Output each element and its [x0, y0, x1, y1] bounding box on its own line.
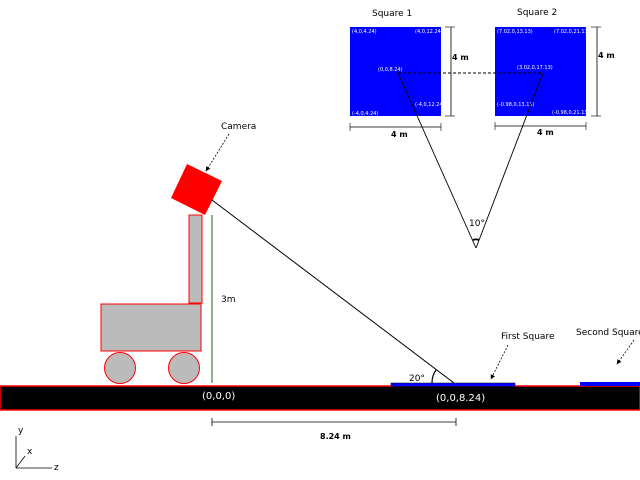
square-1-corner-br: (-4,0,12.24): [415, 102, 445, 108]
robot: [100, 214, 203, 384]
second-square-label: Second Square: [576, 328, 640, 338]
square-1-width-label: 4 m: [391, 130, 408, 139]
view-line-1: [397, 72, 477, 249]
square-2: [495, 27, 586, 116]
square-2-title: Square 2: [517, 8, 557, 18]
axis-triad: y x z: [15, 426, 59, 473]
square-2-center: (3.02,0,17.13): [517, 65, 553, 71]
view-angle-label: 10°: [469, 219, 485, 229]
second-square-ground: [580, 382, 640, 386]
ground-point-label: (0,0,8.24): [436, 393, 485, 404]
ground-angle-label: 20°: [409, 374, 425, 384]
square-2-height-label: 4 m: [598, 51, 615, 60]
second-square-callout-arrow: [616, 339, 635, 365]
axis-x-label: x: [27, 447, 33, 457]
square-1-corner-tr: (4,0,12.24): [415, 29, 443, 35]
square-2-corner-bl: (-0.98,0,13.13): [497, 102, 535, 108]
axis-z-label: z: [54, 463, 59, 473]
ground-strip: [0, 385, 640, 411]
robot-body: [100, 303, 202, 352]
square-1: [350, 27, 441, 116]
distance-label: 8.24 m: [320, 432, 351, 441]
view-angle-arc: [472, 238, 480, 241]
sight-line: [211, 199, 455, 384]
first-square-ground: [390, 382, 516, 387]
origin-label: (0,0,0): [202, 391, 235, 402]
robot-mast: [188, 214, 203, 304]
first-square-callout-arrow: [490, 344, 509, 380]
square-2-group: Square 2 (7.02,0,13.13) (7.02,0,21.13) (…: [494, 8, 615, 137]
square-2-width-label: 4 m: [537, 128, 554, 137]
robot-wheel-right: [168, 352, 200, 384]
first-square-label: First Square: [501, 332, 555, 342]
square-2-corner-tl: (7.02,0,13.13): [497, 29, 533, 35]
square-1-height-label: 4 m: [452, 53, 469, 62]
robot-wheel-left: [104, 352, 136, 384]
square-2-corner-tr: (7.02,0,21.13): [554, 29, 590, 35]
camera-label: Camera: [221, 122, 256, 132]
axis-y-label: y: [18, 426, 24, 436]
axis-x-line: [15, 455, 26, 469]
view-line-2: [475, 72, 544, 249]
square-1-corner-bl: (-4,0,4.24): [352, 111, 378, 117]
ground-angle-arc: [431, 369, 437, 384]
square-2-corner-br: (-0.98,0,21.13): [552, 110, 590, 116]
square-1-title: Square 1: [372, 9, 412, 19]
camera-block: [171, 164, 222, 215]
camera-callout-arrow: [205, 133, 230, 172]
square-1-group: Square 1 (4,0,4.24) (4,0,12.24) (-4,0,4.…: [349, 9, 469, 139]
height-label: 3m: [221, 295, 236, 305]
square-1-center: (0,0,8.24): [378, 67, 403, 73]
square-1-corner-tl: (4,0,4.24): [352, 29, 377, 35]
